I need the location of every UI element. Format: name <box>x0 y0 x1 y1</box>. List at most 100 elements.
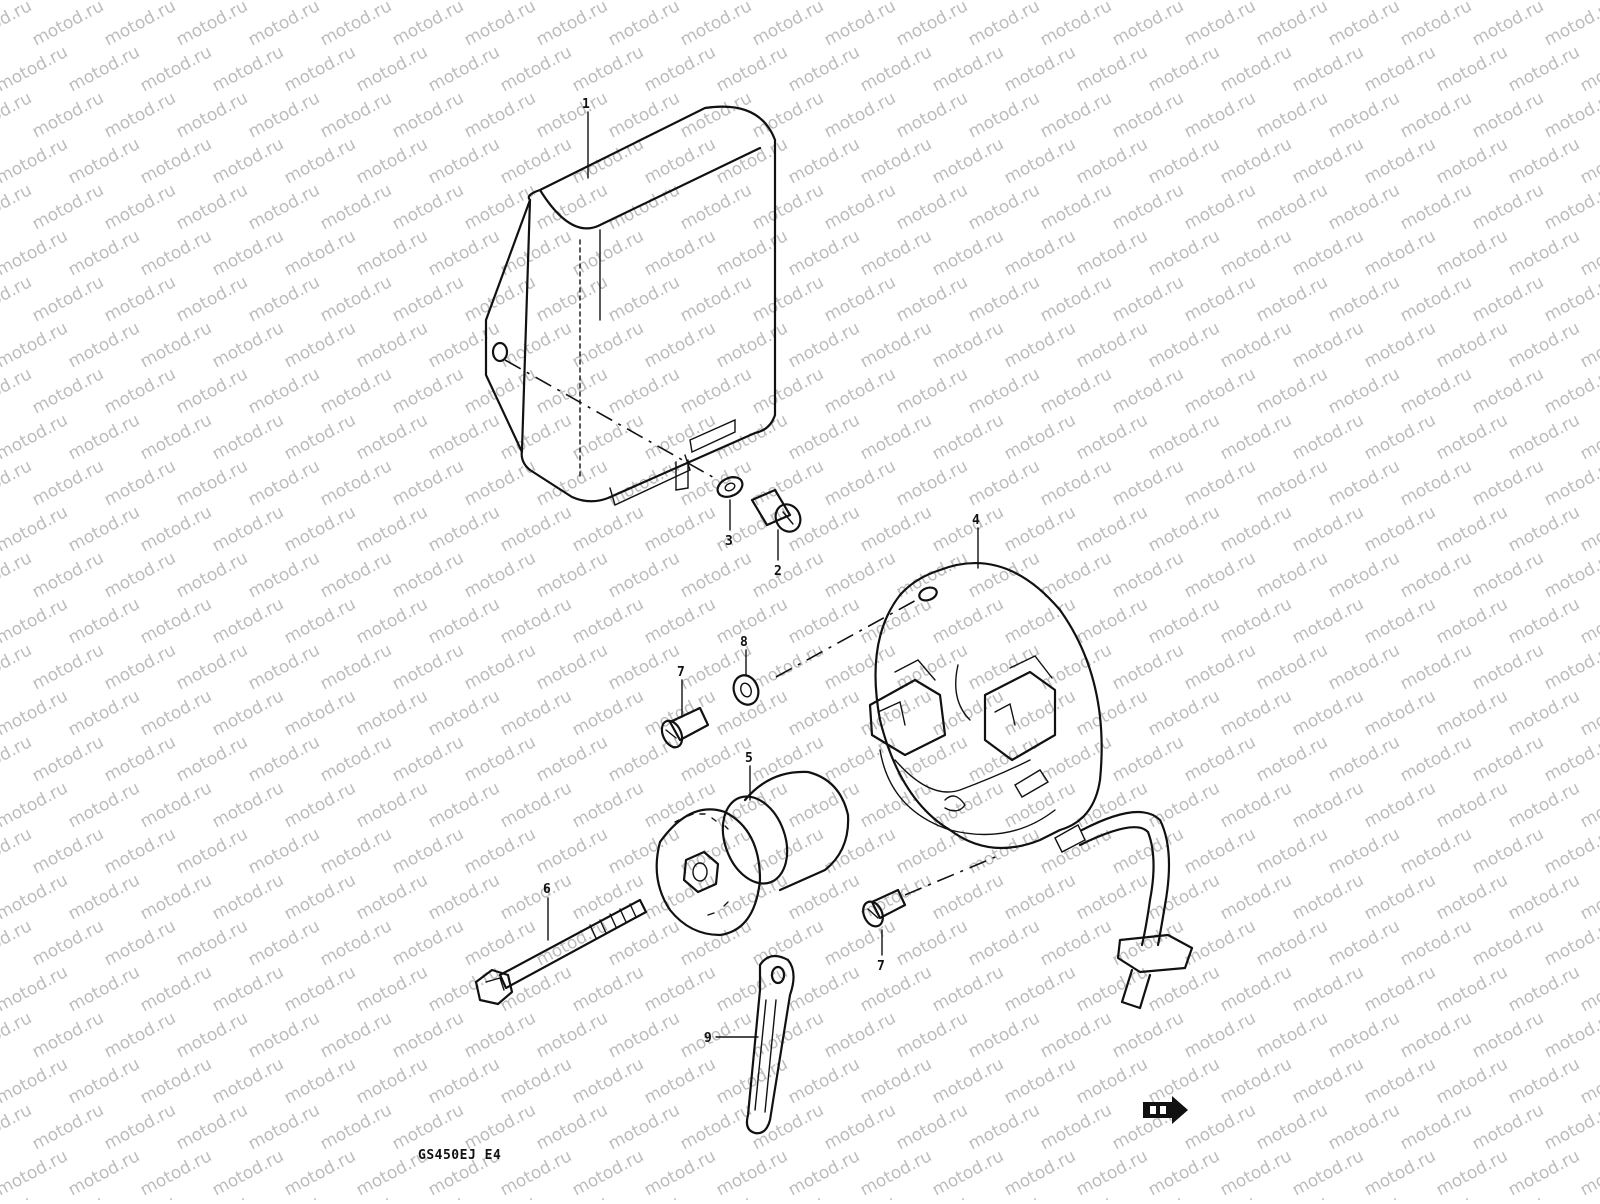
watermark-text: motod.ru <box>857 0 935 4</box>
watermark-text: motod.ru <box>1253 180 1331 234</box>
watermark-text: motod.ru <box>65 870 143 924</box>
watermark-text: motod.ru <box>29 180 107 234</box>
watermark-text: motod.ru <box>0 0 35 50</box>
watermark-text: motod.ru <box>1505 410 1583 464</box>
watermark-text: motod.ru <box>461 1192 539 1200</box>
watermark-text: motod.ru <box>1289 962 1367 1016</box>
watermark-text: motod.ru <box>1397 548 1475 602</box>
watermark-text: motod.ru <box>1145 1146 1223 1200</box>
watermark-text: motod.ru <box>569 1146 647 1200</box>
watermark-text: motod.ru <box>749 548 827 602</box>
watermark-text: motod.ru <box>29 732 107 786</box>
watermark-text: motod.ru <box>317 732 395 786</box>
watermark-text: motod.ru <box>1109 180 1187 234</box>
part-5-rotor <box>655 770 850 937</box>
watermark-text: motod.ru <box>1469 824 1547 878</box>
watermark-text: motod.ru <box>929 0 1007 4</box>
watermark-text: motod.ru <box>1217 42 1295 96</box>
watermark-text: motod.ru <box>1109 0 1187 50</box>
watermark-text: motod.ru <box>1505 0 1583 4</box>
watermark-text: motod.ru <box>101 916 179 970</box>
part-3-washer <box>716 476 744 498</box>
watermark-text: motod.ru <box>641 962 719 1016</box>
watermark-text: motod.ru <box>1181 824 1259 878</box>
watermark-text: motod.ru <box>137 594 215 648</box>
watermark-text: motod.ru <box>641 226 719 280</box>
watermark-text: motod.ru <box>1289 686 1367 740</box>
forward-arrow-icon <box>1143 1096 1188 1124</box>
watermark-text: motod.ru <box>0 916 35 970</box>
watermark-text: motod.ru <box>785 226 863 280</box>
watermark-text: motod.ru <box>281 502 359 556</box>
watermark-text: motod.ru <box>1505 318 1583 372</box>
watermark-text: motod.ru <box>101 824 179 878</box>
watermark-text: motod.ru <box>1001 962 1079 1016</box>
watermark-text: motod.ru <box>749 180 827 234</box>
watermark-text: motod.ru <box>0 548 35 602</box>
watermark-text: motod.ru <box>641 502 719 556</box>
watermark-text: motod.ru <box>569 778 647 832</box>
watermark-text: motod.ru <box>389 272 467 326</box>
watermark-text: motod.ru <box>857 134 935 188</box>
watermark-text: motod.ru <box>713 962 791 1016</box>
watermark-text: motod.ru <box>1325 364 1403 418</box>
watermark-text: motod.ru <box>605 640 683 694</box>
watermark-text: motod.ru <box>353 870 431 924</box>
watermark-text: motod.ru <box>497 318 575 372</box>
model-code-label: GS450EJ E4 <box>418 1148 502 1163</box>
watermark-text: motod.ru <box>1037 548 1115 602</box>
watermark-text: motod.ru <box>0 502 71 556</box>
watermark-text: motod.ru <box>317 0 395 50</box>
watermark-text: motod.ru <box>101 1100 179 1154</box>
watermark-text: motod.ru <box>1001 1146 1079 1200</box>
watermark-text: motod.ru <box>1469 1100 1547 1154</box>
watermark-text: motod.ru <box>101 640 179 694</box>
watermark-text: motod.ru <box>0 1192 35 1200</box>
watermark-text: motod.ru <box>1541 732 1600 786</box>
watermark-text: motod.ru <box>641 134 719 188</box>
watermark-text: motod.ru <box>173 88 251 142</box>
watermark-text: motod.ru <box>1145 502 1223 556</box>
watermark-text: motod.ru <box>0 318 71 372</box>
watermark-text: motod.ru <box>1541 916 1600 970</box>
watermark-text: motod.ru <box>785 686 863 740</box>
watermark-text: motod.ru <box>1073 318 1151 372</box>
watermark-text: motod.ru <box>605 732 683 786</box>
watermark-text: motod.ru <box>0 594 71 648</box>
watermark-text: motod.ru <box>65 410 143 464</box>
watermark-text: motod.ru <box>713 594 791 648</box>
watermark-text: motod.ru <box>0 778 71 832</box>
watermark-text: motod.ru <box>1325 1008 1403 1062</box>
watermark-text: motod.ru <box>1217 0 1295 4</box>
watermark-text: motod.ru <box>893 916 971 970</box>
watermark-text: motod.ru <box>929 1054 1007 1108</box>
watermark-text: motod.ru <box>137 686 215 740</box>
watermark-text: motod.ru <box>461 732 539 786</box>
watermark-text: motod.ru <box>1073 226 1151 280</box>
watermark-text: motod.ru <box>785 594 863 648</box>
watermark-text: motod.ru <box>857 1146 935 1200</box>
watermark-text: motod.ru <box>713 0 791 4</box>
watermark-text: motod.ru <box>1073 0 1151 4</box>
watermark-text: motod.ru <box>389 364 467 418</box>
watermark-text: motod.ru <box>389 732 467 786</box>
watermark-text: motod.ru <box>1181 88 1259 142</box>
watermark-text: motod.ru <box>353 318 431 372</box>
watermark-text: motod.ru <box>1577 502 1600 556</box>
watermark-text: motod.ru <box>65 1054 143 1108</box>
watermark-text: motod.ru <box>1541 364 1600 418</box>
watermark-text: motod.ru <box>353 502 431 556</box>
watermark-text: motod.ru <box>929 594 1007 648</box>
watermark-text: motod.ru <box>1505 686 1583 740</box>
watermark-text: motod.ru <box>857 226 935 280</box>
watermark-text: motod.ru <box>1181 732 1259 786</box>
watermark-text: motod.ru <box>65 594 143 648</box>
watermark-text: motod.ru <box>1001 410 1079 464</box>
watermark-text: motod.ru <box>893 456 971 510</box>
watermark-text: motod.ru <box>353 778 431 832</box>
watermark-text: motod.ru <box>1037 0 1115 50</box>
watermark-text: motod.ru <box>1469 88 1547 142</box>
watermark-text: motod.ru <box>1217 318 1295 372</box>
watermark-text: motod.ru <box>65 962 143 1016</box>
watermark-text: motod.ru <box>1541 1008 1600 1062</box>
